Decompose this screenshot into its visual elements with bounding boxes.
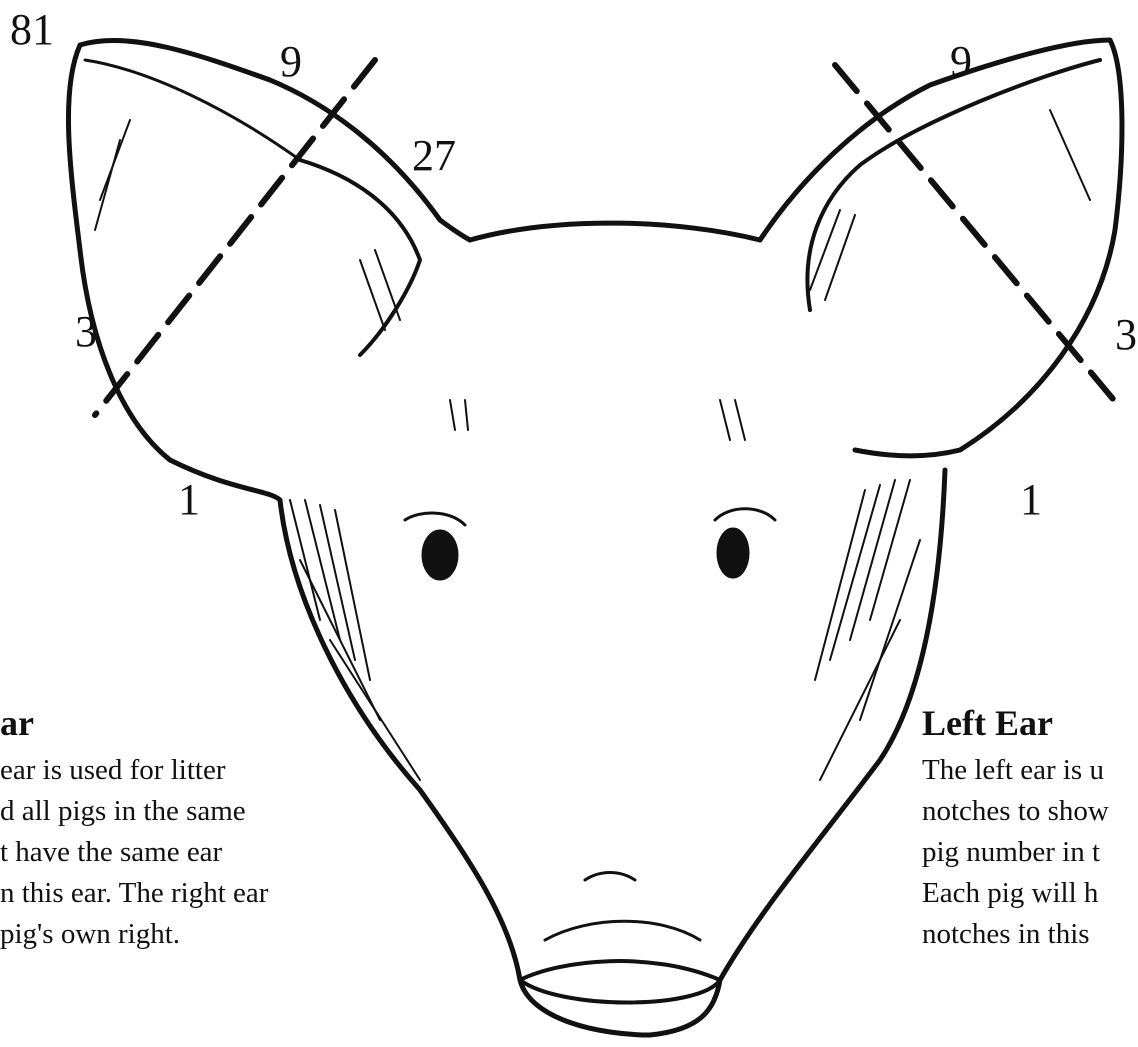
right-eye [422,530,458,580]
snout [520,961,720,1002]
left-eye [717,528,749,578]
right-ear-notch-line [95,60,375,415]
right-ear-caption-line: n this ear. The right ear [0,873,392,914]
left-ear-caption-line: The left ear is u [922,750,1138,791]
left-ear-caption: Left Ear The left ear is u notches to sh… [922,703,1138,955]
left-ear-caption-line: Each pig will h [922,873,1138,914]
left-ear-number-9: 9 [950,40,972,84]
right-ear-outline [68,40,470,460]
right-ear-number-81: 81 [10,8,54,52]
right-ear-caption: ar ear is used for litter d all pigs in … [0,703,392,955]
right-ear-number-9: 9 [280,40,302,84]
left-ear-number-1: 1 [1020,478,1042,522]
left-ear-caption-line: pig number in t [922,832,1138,873]
left-ear-caption-line: notches in this [922,914,1138,955]
right-ear-number-3: 3 [75,310,97,354]
left-ear-caption-title: Left Ear [922,703,1138,744]
right-ear-caption-title: ar [0,703,392,744]
right-ear-caption-line: t have the same ear [0,832,392,873]
left-ear-number-3: 3 [1115,313,1137,357]
left-ear-notch-line [835,65,1118,405]
right-ear-caption-line: d all pigs in the same [0,791,392,832]
right-ear-number-27: 27 [412,134,456,178]
right-ear-caption-line: pig's own right. [0,914,392,955]
right-ear-caption-line: ear is used for litter [0,750,392,791]
left-ear-outline [470,40,1122,456]
right-ear-number-1: 1 [178,478,200,522]
left-ear-inner-fold [807,60,1100,310]
right-ear-inner-fold [300,160,420,355]
left-ear-caption-line: notches to show [922,791,1138,832]
